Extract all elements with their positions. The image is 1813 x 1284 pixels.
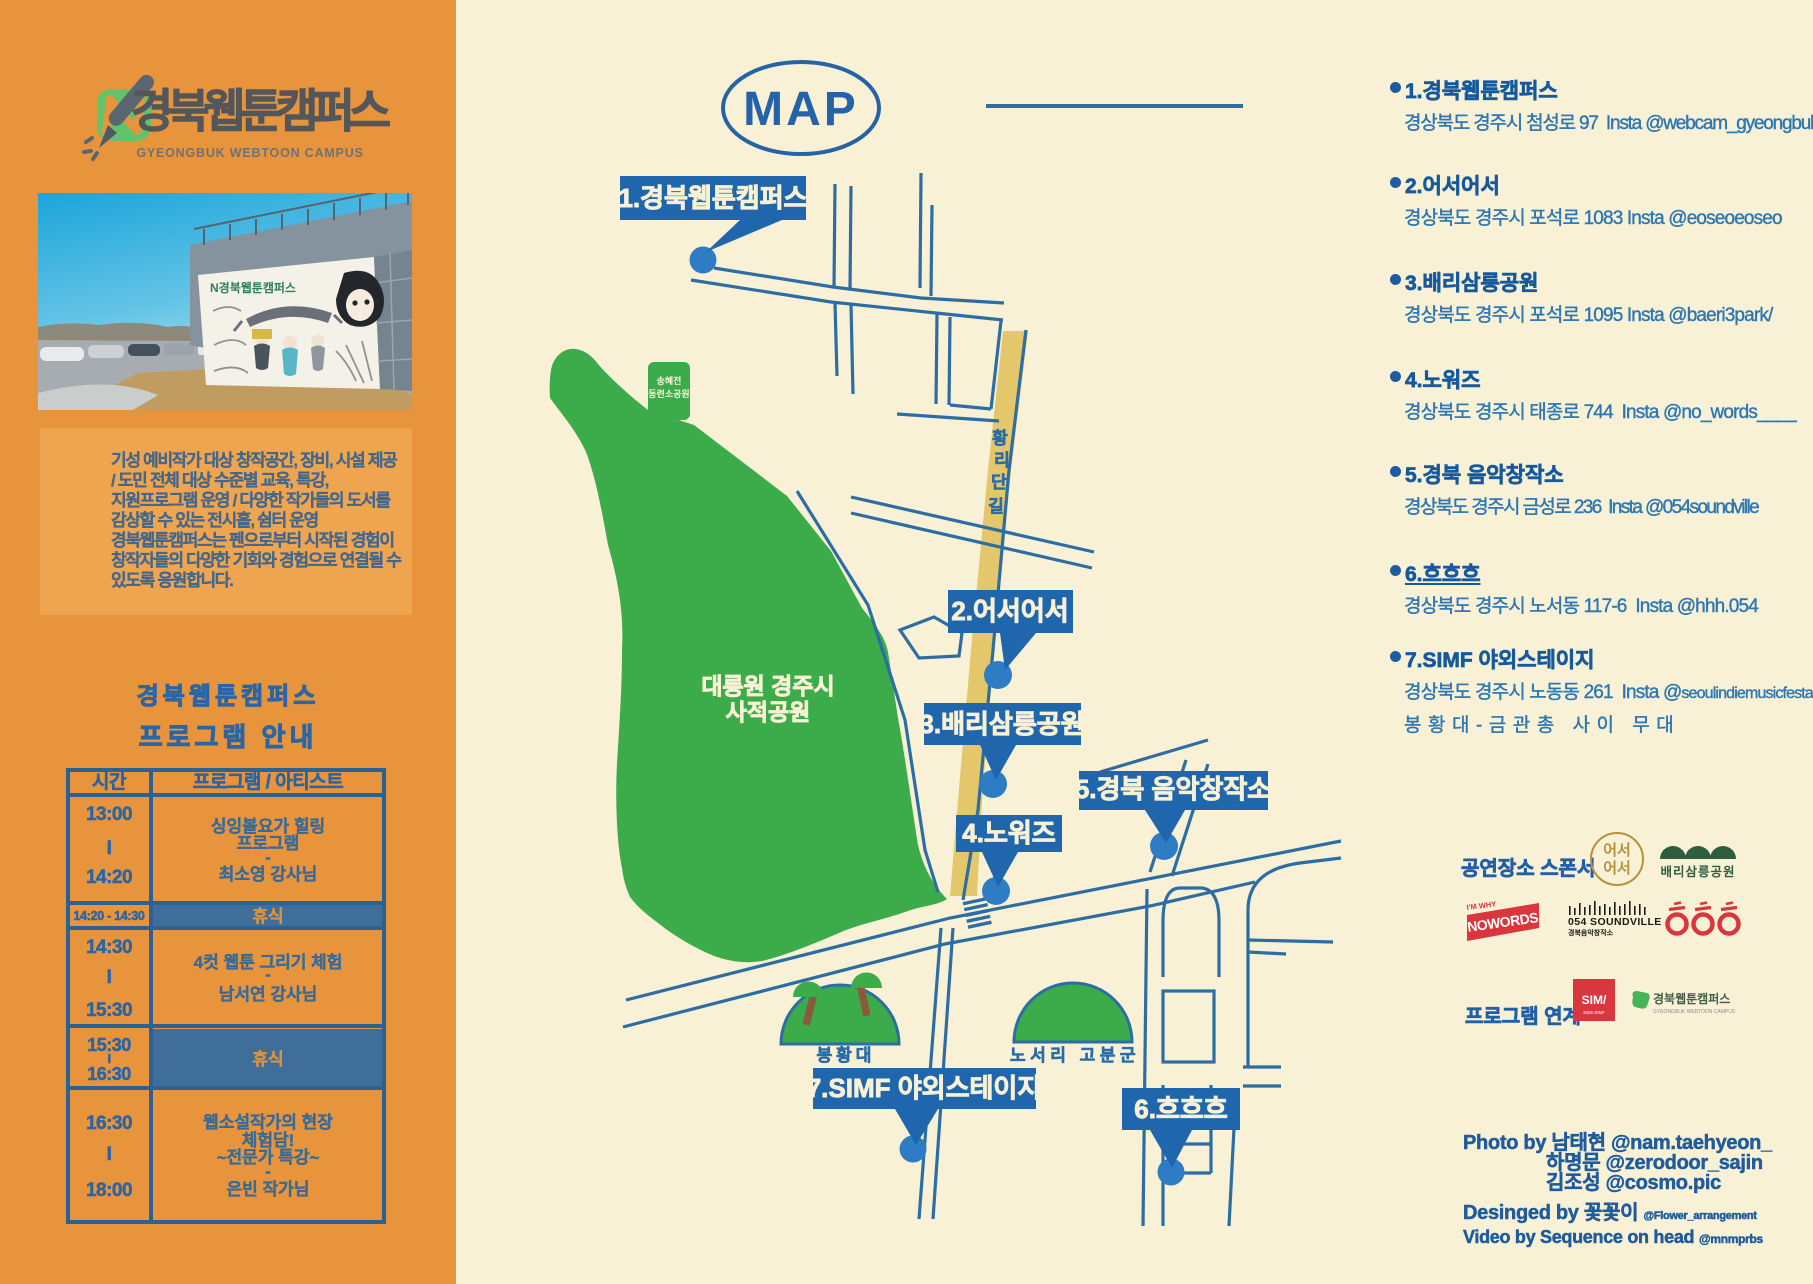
svg-text:054 SOUNDVILLE: 054 SOUNDVILLE (1568, 916, 1662, 928)
svg-text:남서연 강사님: 남서연 강사님 (219, 985, 318, 1004)
svg-text:봉황대: 봉황대 (817, 1046, 876, 1065)
svg-text:어서: 어서 (1603, 860, 1631, 877)
svg-text:경북웹툰캠퍼스: 경북웹툰캠퍼스 (131, 85, 390, 137)
svg-text:사적공원: 사적공원 (726, 699, 811, 725)
svg-text:-: - (265, 848, 271, 867)
svg-text:길: 길 (988, 497, 1004, 516)
svg-text:-: - (265, 965, 271, 984)
svg-text:GYEONGBUK WEBTOON CAMPUS: GYEONGBUK WEBTOON CAMPUS (1653, 1009, 1736, 1015)
svg-text:15:30: 15:30 (86, 1000, 132, 1021)
svg-text:2.어서어서: 2.어서어서 (951, 596, 1068, 626)
svg-text:~전문가 특강~: ~전문가 특강~ (217, 1148, 320, 1167)
svg-text:프로그램 / 아티스트: 프로그램 / 아티스트 (193, 771, 343, 793)
svg-text:SIM/: SIM/ (1582, 993, 1607, 1007)
svg-text:4.노워즈: 4.노워즈 (962, 818, 1056, 848)
svg-text:싱잉볼요가 힐링: 싱잉볼요가 힐링 (211, 816, 325, 836)
svg-text:13:00: 13:00 (86, 804, 132, 825)
svg-text:1.경북웹툰캠퍼스: 1.경북웹툰캠퍼스 (618, 183, 807, 213)
svg-text:6.흐흐흐: 6.흐흐흐 (1134, 1094, 1228, 1124)
svg-text:7.SIMF 야외스테이지: 7.SIMF 야외스테이지 (807, 1073, 1042, 1103)
svg-text:경북웹툰캠퍼스: 경북웹툰캠퍼스 (1653, 991, 1730, 1006)
svg-text:은빈 작가님: 은빈 작가님 (227, 1180, 310, 1199)
svg-text:3.배리삼릉공원: 3.배리삼릉공원 (919, 709, 1084, 739)
svg-text:-: - (265, 1162, 271, 1181)
svg-text:어서: 어서 (1603, 842, 1631, 859)
svg-text:배리삼릉공원: 배리삼릉공원 (1660, 864, 1735, 879)
svg-text:I: I (107, 1051, 110, 1066)
svg-text:대릉원 경주시: 대릉원 경주시 (701, 673, 834, 699)
svg-text:I'M WHY: I'M WHY (1466, 899, 1497, 912)
svg-text:체험담!: 체험담! (242, 1130, 295, 1150)
svg-text:리: 리 (994, 451, 1010, 470)
svg-text:GYEONGBUK WEBTOON CAMPUS: GYEONGBUK WEBTOON CAMPUS (136, 146, 363, 160)
svg-text:웹소설작가의 현장: 웹소설작가의 현장 (203, 1113, 333, 1132)
svg-text:동련소공원: 동련소공원 (648, 388, 689, 399)
svg-text:2025 SIMF: 2025 SIMF (1583, 1010, 1605, 1015)
svg-text:MAP: MAP (743, 83, 859, 136)
svg-text:최소영 강사님: 최소영 강사님 (219, 865, 318, 884)
svg-text:16:30: 16:30 (86, 1113, 132, 1134)
svg-text:황: 황 (992, 429, 1008, 448)
svg-text:프로그램: 프로그램 (237, 834, 300, 853)
svg-text:휴식: 휴식 (252, 1049, 283, 1069)
svg-text:I: I (107, 967, 112, 988)
svg-text:18:00: 18:00 (86, 1180, 132, 1201)
svg-text:14:30: 14:30 (86, 937, 132, 958)
svg-text:N경북웹툰캠퍼스: N경북웹툰캠퍼스 (210, 280, 296, 295)
svg-text:단: 단 (991, 473, 1007, 492)
svg-text:송혜전: 송혜전 (657, 375, 682, 386)
svg-text:14:20 - 14:30: 14:20 - 14:30 (73, 909, 144, 923)
svg-text:16:30: 16:30 (87, 1064, 131, 1084)
svg-text:I: I (107, 838, 112, 859)
svg-text:5.경북 음악창작소: 5.경북 음악창작소 (1075, 774, 1271, 804)
svg-text:휴식: 휴식 (252, 906, 283, 926)
svg-text:경북음악창작소: 경북음악창작소 (1568, 928, 1614, 937)
svg-text:15:30: 15:30 (87, 1035, 131, 1055)
svg-text:시간: 시간 (92, 771, 127, 793)
svg-text:14:20: 14:20 (86, 867, 132, 888)
svg-text:4컷 웹툰 그리기 체험: 4컷 웹툰 그리기 체험 (194, 952, 343, 972)
svg-text:노서리 고분군: 노서리 고분군 (1010, 1046, 1140, 1065)
svg-text:I: I (107, 1144, 112, 1165)
